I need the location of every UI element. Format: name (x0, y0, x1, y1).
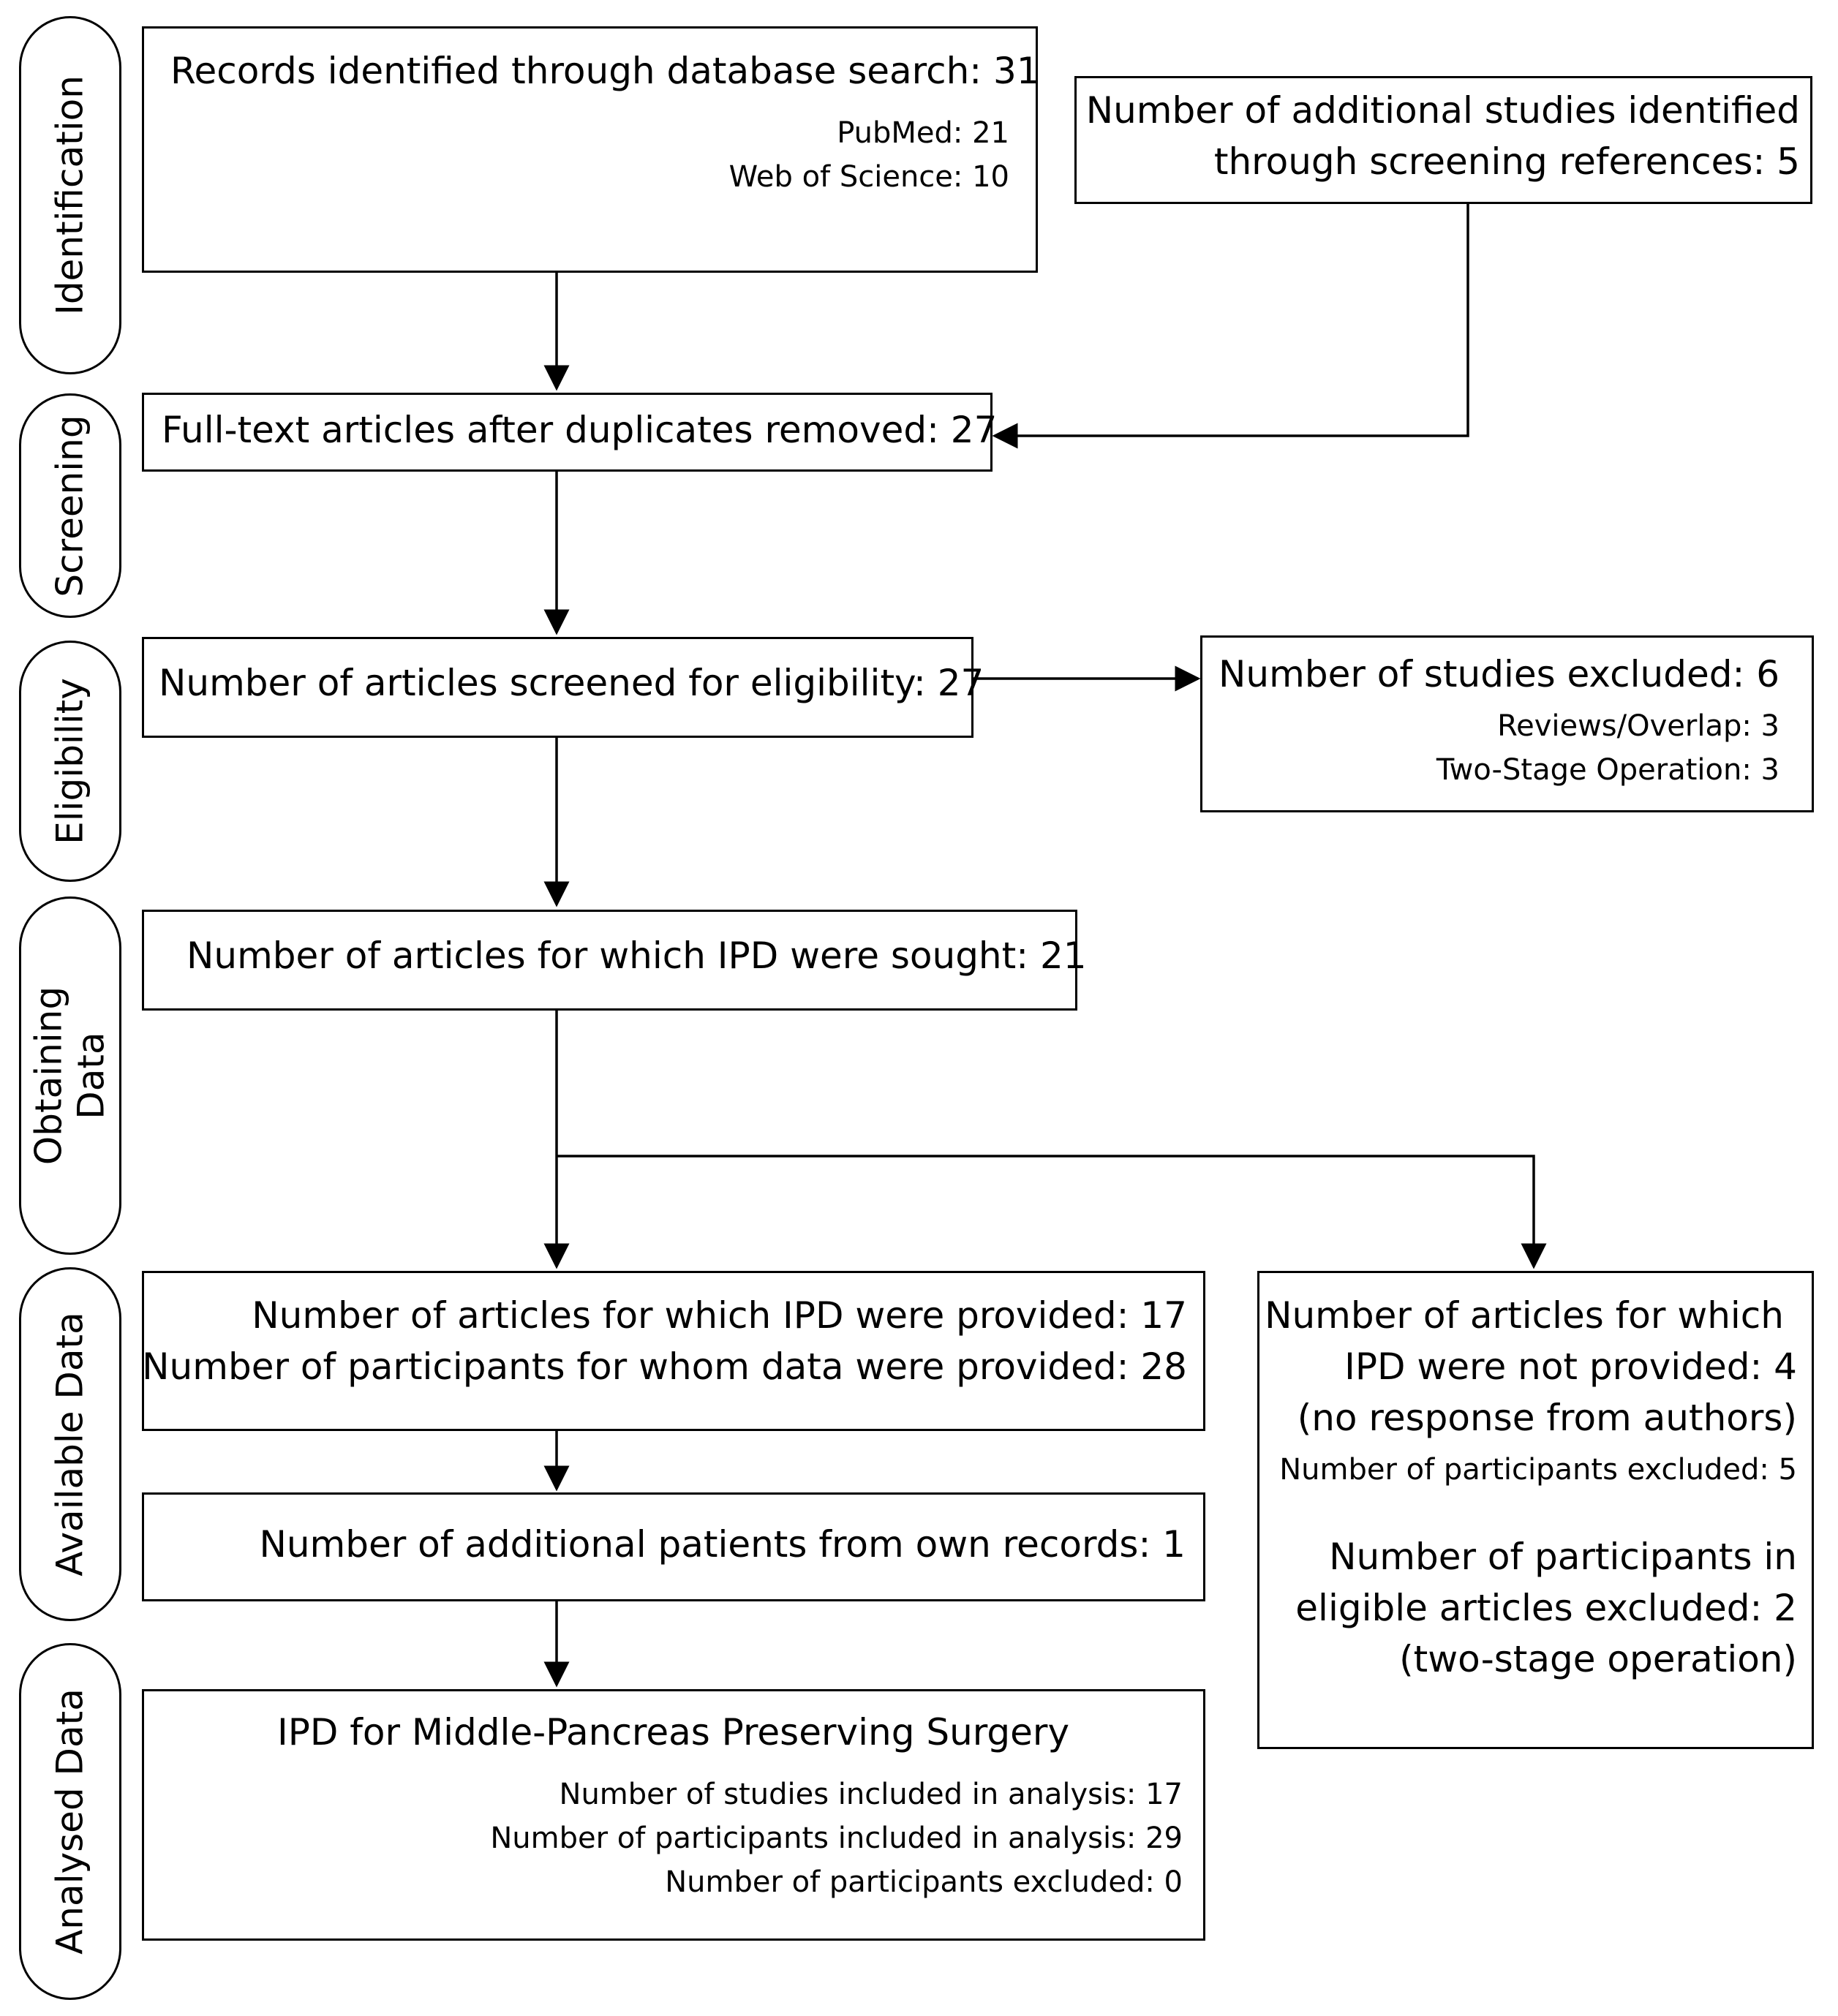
stage-available-label: Available Data (48, 1312, 91, 1577)
stage-analysed-data: Analysed Data (19, 1643, 121, 2000)
stage-obtaining-data: Obtaining Data (19, 896, 121, 1255)
ipd-sought-text: Number of articles for which IPD were so… (187, 935, 1087, 977)
stage-available-data: Available Data (19, 1267, 121, 1621)
additional-studies-line1: Number of additional studies identified (1085, 89, 1800, 132)
studies-excluded-box: Number of studies excluded: 6 Reviews/Ov… (1200, 635, 1814, 812)
ipd-not-provided-line4: Number of participants in (1329, 1536, 1797, 1578)
stage-eligibility: Eligibility (19, 641, 121, 882)
fulltext-articles-box: Full-text articles after duplicates remo… (142, 393, 997, 472)
analysis-participants-text: Number of participants included in analy… (490, 1821, 1183, 1855)
screened-eligibility-text: Number of articles screened for eligibil… (159, 662, 984, 704)
records-identified-text: Records identified through database sear… (170, 50, 1040, 92)
stage-analysed-label: Analysed Data (48, 1688, 91, 1955)
ipd-provided-box: Number of articles for which IPD were pr… (142, 1271, 1205, 1431)
own-records-text: Number of additional patients from own r… (259, 1523, 1186, 1566)
fulltext-articles-text: Full-text articles after duplicates remo… (162, 409, 998, 451)
records-pubmed-text: PubMed: 21 (837, 116, 1009, 150)
arrow-additional-to-fulltext (992, 203, 1469, 449)
analysis-excluded-text: Number of participants excluded: 0 (665, 1865, 1183, 1899)
additional-studies-line2: through screening references: 5 (1213, 140, 1800, 183)
ipd-not-provided-line3: (no response from authors) (1297, 1397, 1797, 1439)
stage-eligibility-label: Eligibility (48, 678, 91, 845)
ipd-provided-line2: Number of participants for whom data wer… (142, 1345, 1187, 1388)
ipd-not-provided-line1: Number of articles for which (1265, 1294, 1784, 1337)
ipd-not-provided-excluded: Number of participants excluded: 5 (1279, 1453, 1797, 1487)
analysis-box: IPD for Middle-Pancreas Preserving Surge… (142, 1689, 1205, 1941)
stage-identification-label: Identification (48, 75, 91, 315)
stage-screening-label: Screening (48, 414, 91, 597)
analysis-studies-text: Number of studies included in analysis: … (559, 1778, 1183, 1811)
stage-screening: Screening (19, 393, 121, 618)
analysis-title: IPD for Middle-Pancreas Preserving Surge… (277, 1711, 1070, 1753)
ipd-not-provided-line6: (two-stage operation) (1399, 1638, 1797, 1680)
ipd-not-provided-line2: IPD were not provided: 4 (1344, 1345, 1797, 1388)
records-identified-box: Records identified through database sear… (142, 26, 1040, 273)
ipd-not-provided-box: Number of articles for which IPD were no… (1257, 1271, 1814, 1749)
studies-excluded-text: Number of studies excluded: 6 (1219, 653, 1779, 695)
excluded-twostage-text: Two-Stage Operation: 3 (1436, 753, 1779, 787)
stage-obtaining-label-line2: Data (69, 1032, 112, 1120)
ipd-sought-box: Number of articles for which IPD were so… (142, 910, 1087, 1011)
stage-obtaining-label-line1: Obtaining (27, 986, 70, 1166)
ipd-provided-line1: Number of articles for which IPD were pr… (252, 1294, 1187, 1337)
excluded-reviews-text: Reviews/Overlap: 3 (1497, 709, 1779, 743)
arrow-sought-to-not-provided (557, 1155, 1547, 1269)
screened-eligibility-box: Number of articles screened for eligibil… (142, 637, 984, 738)
ipd-not-provided-line5: eligible articles excluded: 2 (1295, 1587, 1797, 1629)
own-records-box: Number of additional patients from own r… (142, 1492, 1205, 1601)
additional-studies-box: Number of additional studies identified … (1074, 76, 1812, 204)
records-wos-text: Web of Science: 10 (728, 160, 1009, 194)
stage-identification: Identification (19, 16, 121, 374)
